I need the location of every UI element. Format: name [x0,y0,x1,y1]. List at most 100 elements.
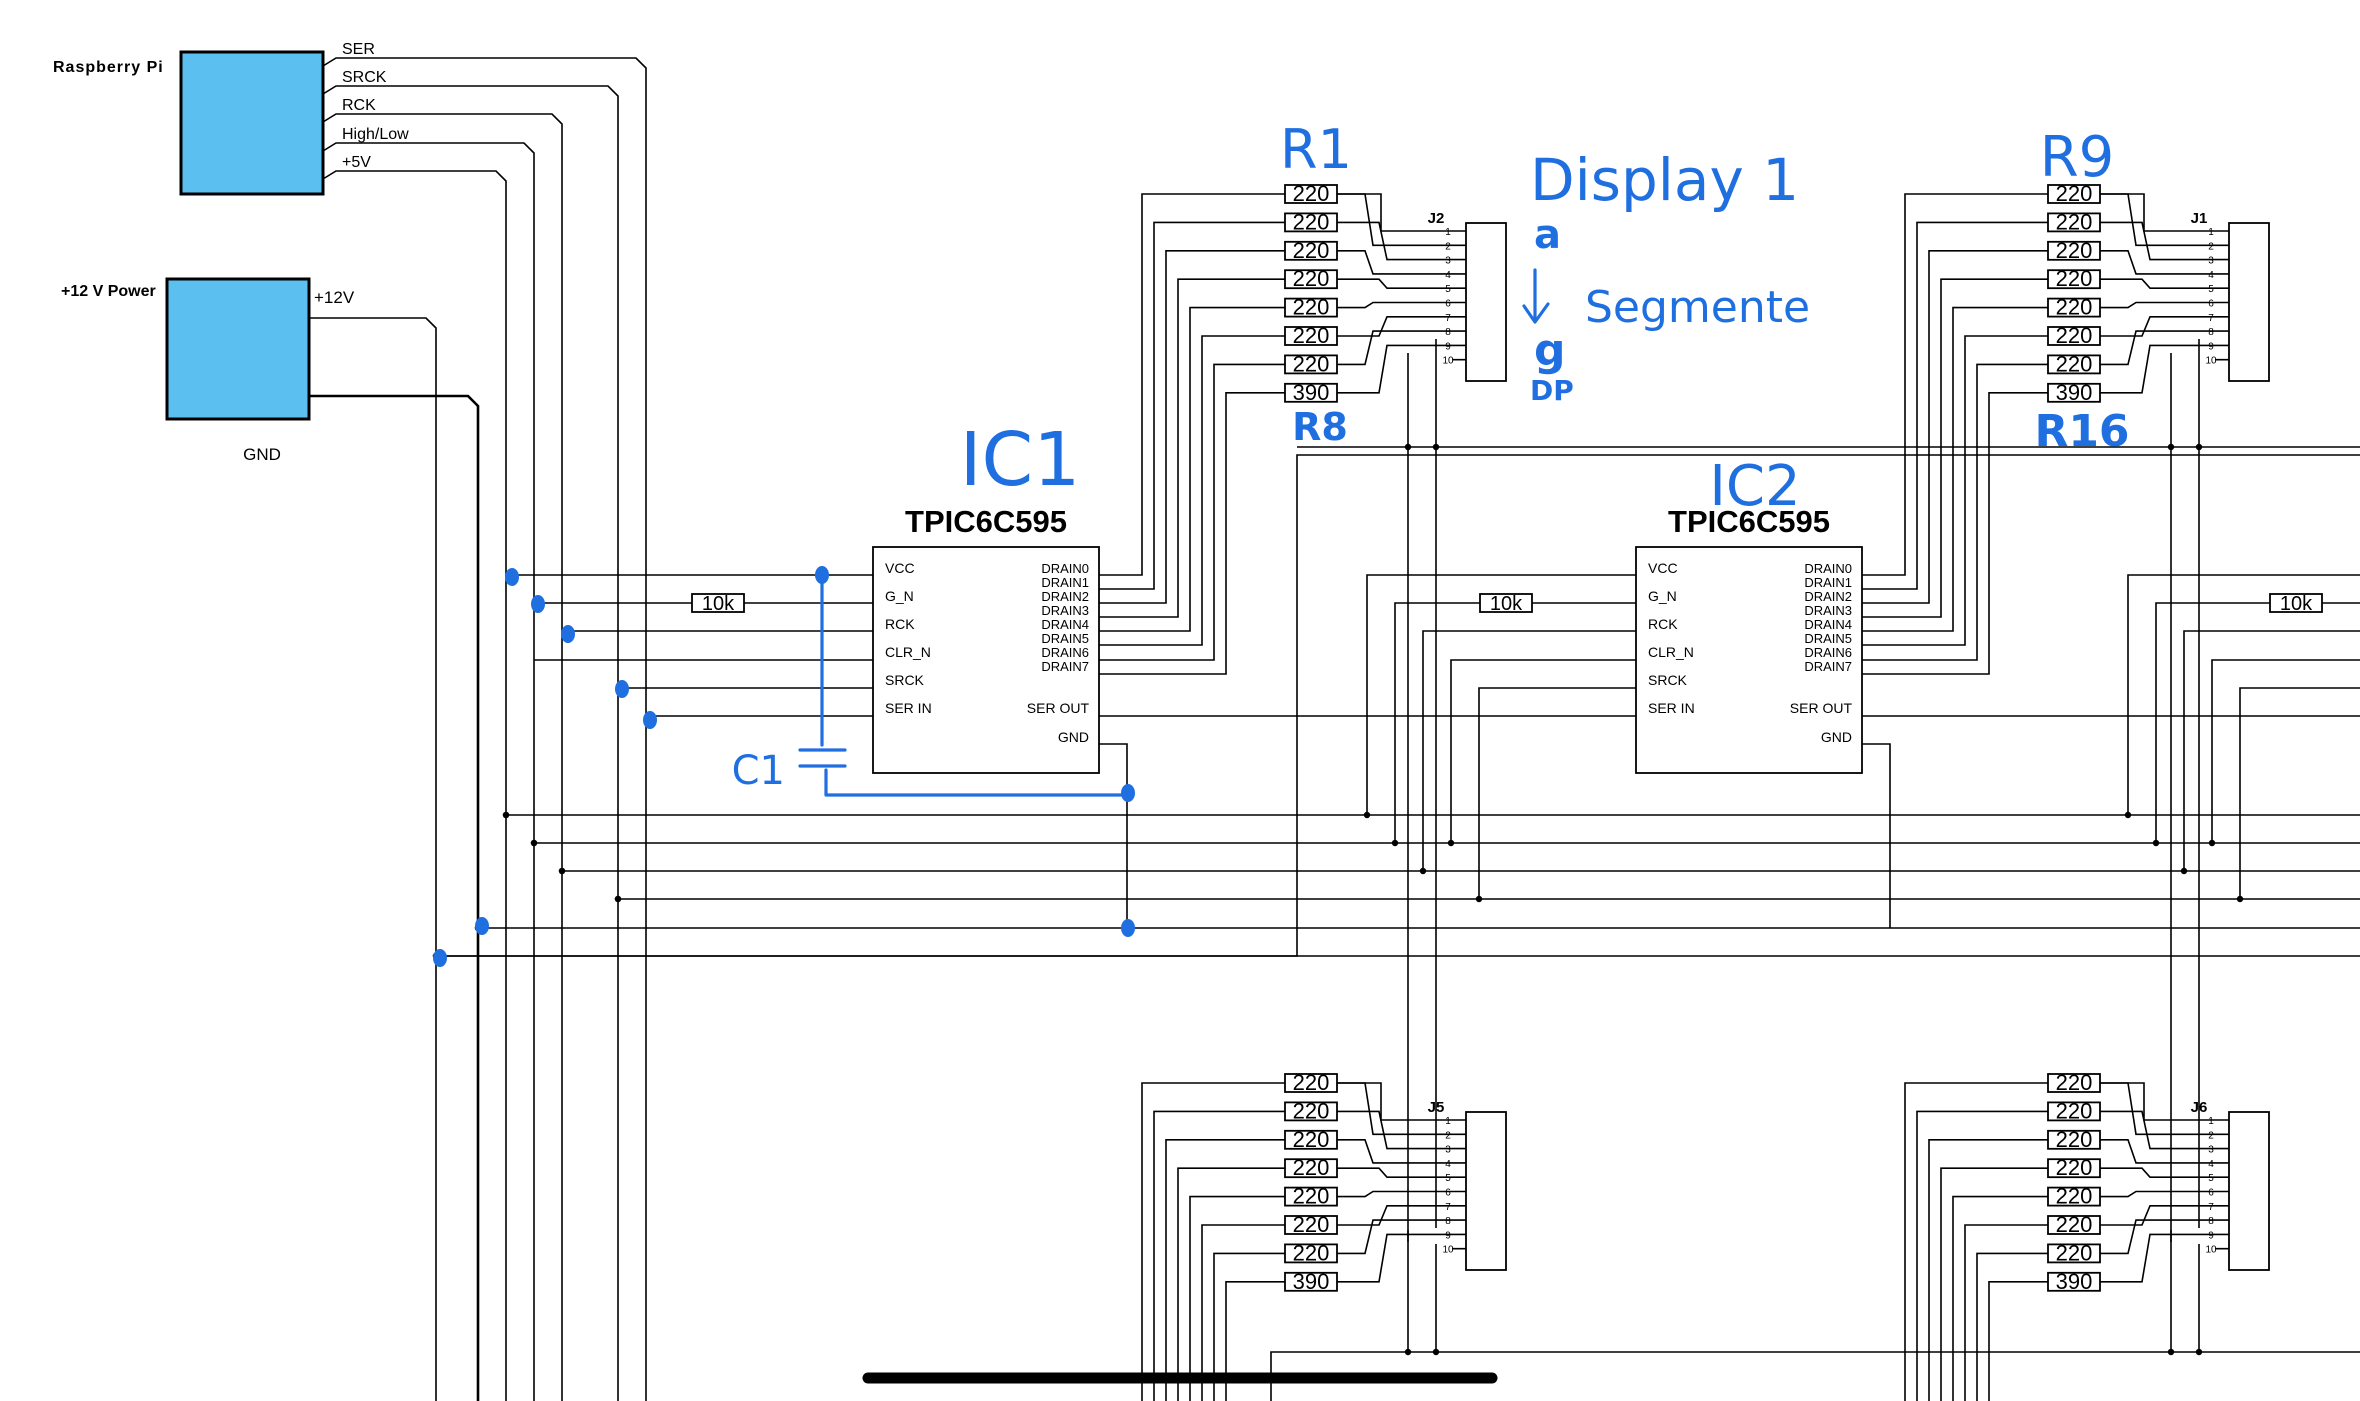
chip-gnd-label: GND [1058,729,1089,745]
connector-pin-number: 8 [2208,327,2214,338]
resistor [1284,1215,1338,1235]
resistor-to-pin-1 [2100,1082,2215,1121]
connector-label: J1 [2191,210,2208,227]
chip-drain-label: DRAIN5 [1804,631,1852,646]
c2-gn-a [1394,602,1485,843]
lower-drain-5 [1201,1224,1285,1401]
resistor [1284,240,1338,261]
drain-wire-3 [1862,278,2048,618]
lower-drain-0 [1904,1082,2048,1401]
resistor [2047,1129,2101,1150]
resistor-to-pin-1 [1337,1082,1452,1121]
connector-pin-number: 9 [1445,341,1451,352]
chip1-gnd [1099,743,1128,928]
resistor [2047,269,2101,290]
resistor-to-pin [2100,278,2215,290]
drain-wire-7 [1099,391,1285,675]
v12-to-displays [436,454,2360,957]
resistor-to-pin [1337,1205,1452,1226]
v12-rail [309,317,437,1401]
drain-wire-5 [1862,335,2048,646]
junction-dot [1475,895,1483,903]
shift-register-chip [872,546,1100,774]
resistor-to-pin [2100,1205,2215,1226]
c3-rck [2183,630,2360,871]
ink-c1: C1 [732,748,785,794]
resistor [2047,1243,2101,1264]
drain-wire-0 [1099,193,1285,576]
chip-drain-label: DRAIN3 [1041,603,1089,618]
resistor-to-pin [2100,1219,2215,1255]
resistor-value: 220 [2056,1098,2093,1123]
connector-pin-number: 4 [2208,1159,2214,1170]
resistor [2047,212,2101,233]
connector-header [1465,222,1507,382]
drain-wire-6 [1862,363,2048,661]
drain-wire-3 [1099,278,1285,618]
resistor-value: 220 [2056,209,2093,234]
resistor-to-pin [1337,1110,1452,1150]
resistor [2047,326,2101,346]
pi-pin-label: +5V [342,154,371,171]
lower-drain-7 [1988,1281,2048,1401]
resistor-value: 220 [1293,238,1330,263]
connector-pin-number: 6 [2208,1188,2214,1199]
resistor [2047,354,2101,375]
resistor-to-pin [2100,301,2215,309]
connector-pin-number: 10 [1442,1245,1454,1256]
connector-pin-number: 5 [1445,284,1451,295]
power-gnd-label: GND [243,445,281,464]
bus-wire-1 [322,85,619,1401]
connector-pin-number: 2 [2208,1130,2214,1141]
resistor [1284,1129,1338,1150]
ink-r1: R1 [1280,118,1352,181]
resistor-to-pin [1337,315,1452,337]
lower-drain-1 [1916,1110,2048,1401]
resistor-to-pin [2100,330,2215,366]
resistor-value: 220 [1293,323,1330,348]
bus-wire-2 [322,113,563,1401]
lower-drain-2 [1165,1139,1285,1401]
connector-header [2228,222,2270,382]
connector-pin-number: 1 [1445,1116,1451,1127]
c3-gn [2155,602,2270,843]
chip-ser-out-label: SER OUT [1790,700,1853,716]
chip-pin-label: RCK [1648,616,1678,632]
chip-pin-label: G_N [1648,588,1677,604]
ink-r16: R16 [2034,406,2129,457]
chip-pin-label: SRCK [1648,672,1688,688]
ink-seg-g: g [1534,325,1566,376]
resistor [2047,1186,2101,1207]
chip-drain-label: DRAIN1 [1041,575,1089,590]
connector-pin-number: 4 [2208,270,2214,281]
resistor-value: 220 [2056,1155,2093,1180]
drain-wire-2 [1862,250,2048,604]
lower-drain-6 [1213,1252,1285,1401]
lower-drain-4 [1189,1195,1285,1401]
c3-srck [2239,687,2360,899]
connector-pin-number: 8 [1445,327,1451,338]
chip-pin-label: VCC [1648,560,1678,576]
chip-drain-label: DRAIN5 [1041,631,1089,646]
connector-pin-number: 10 [1442,356,1454,367]
pi-pin-label: RCK [342,97,376,114]
c2-rck [1422,630,1636,871]
connector-pin-number: 6 [1445,299,1451,310]
junction-dot [1447,839,1455,847]
chip-pin-label: SER IN [885,700,932,716]
connector-pin-number: 4 [1445,270,1451,281]
resistor-to-pin [2100,344,2215,394]
chip-drain-label: DRAIN4 [1804,617,1852,632]
resistor-value: 390 [1293,1269,1330,1294]
connector-header [2228,1111,2270,1271]
ink-ic2: IC2 [1709,454,1800,519]
chip-drain-label: DRAIN1 [1804,575,1852,590]
resistor-to-pin [1337,1190,1452,1198]
ink-dot [1121,784,1135,802]
connector-pin-number: 1 [1445,227,1451,238]
connector-pin-number: 2 [2208,241,2214,252]
connector-label: J5 [1428,1099,1445,1116]
resistor-to-pin [2100,250,2215,275]
connector-pin-number: 5 [2208,284,2214,295]
resistor [2047,240,2101,261]
